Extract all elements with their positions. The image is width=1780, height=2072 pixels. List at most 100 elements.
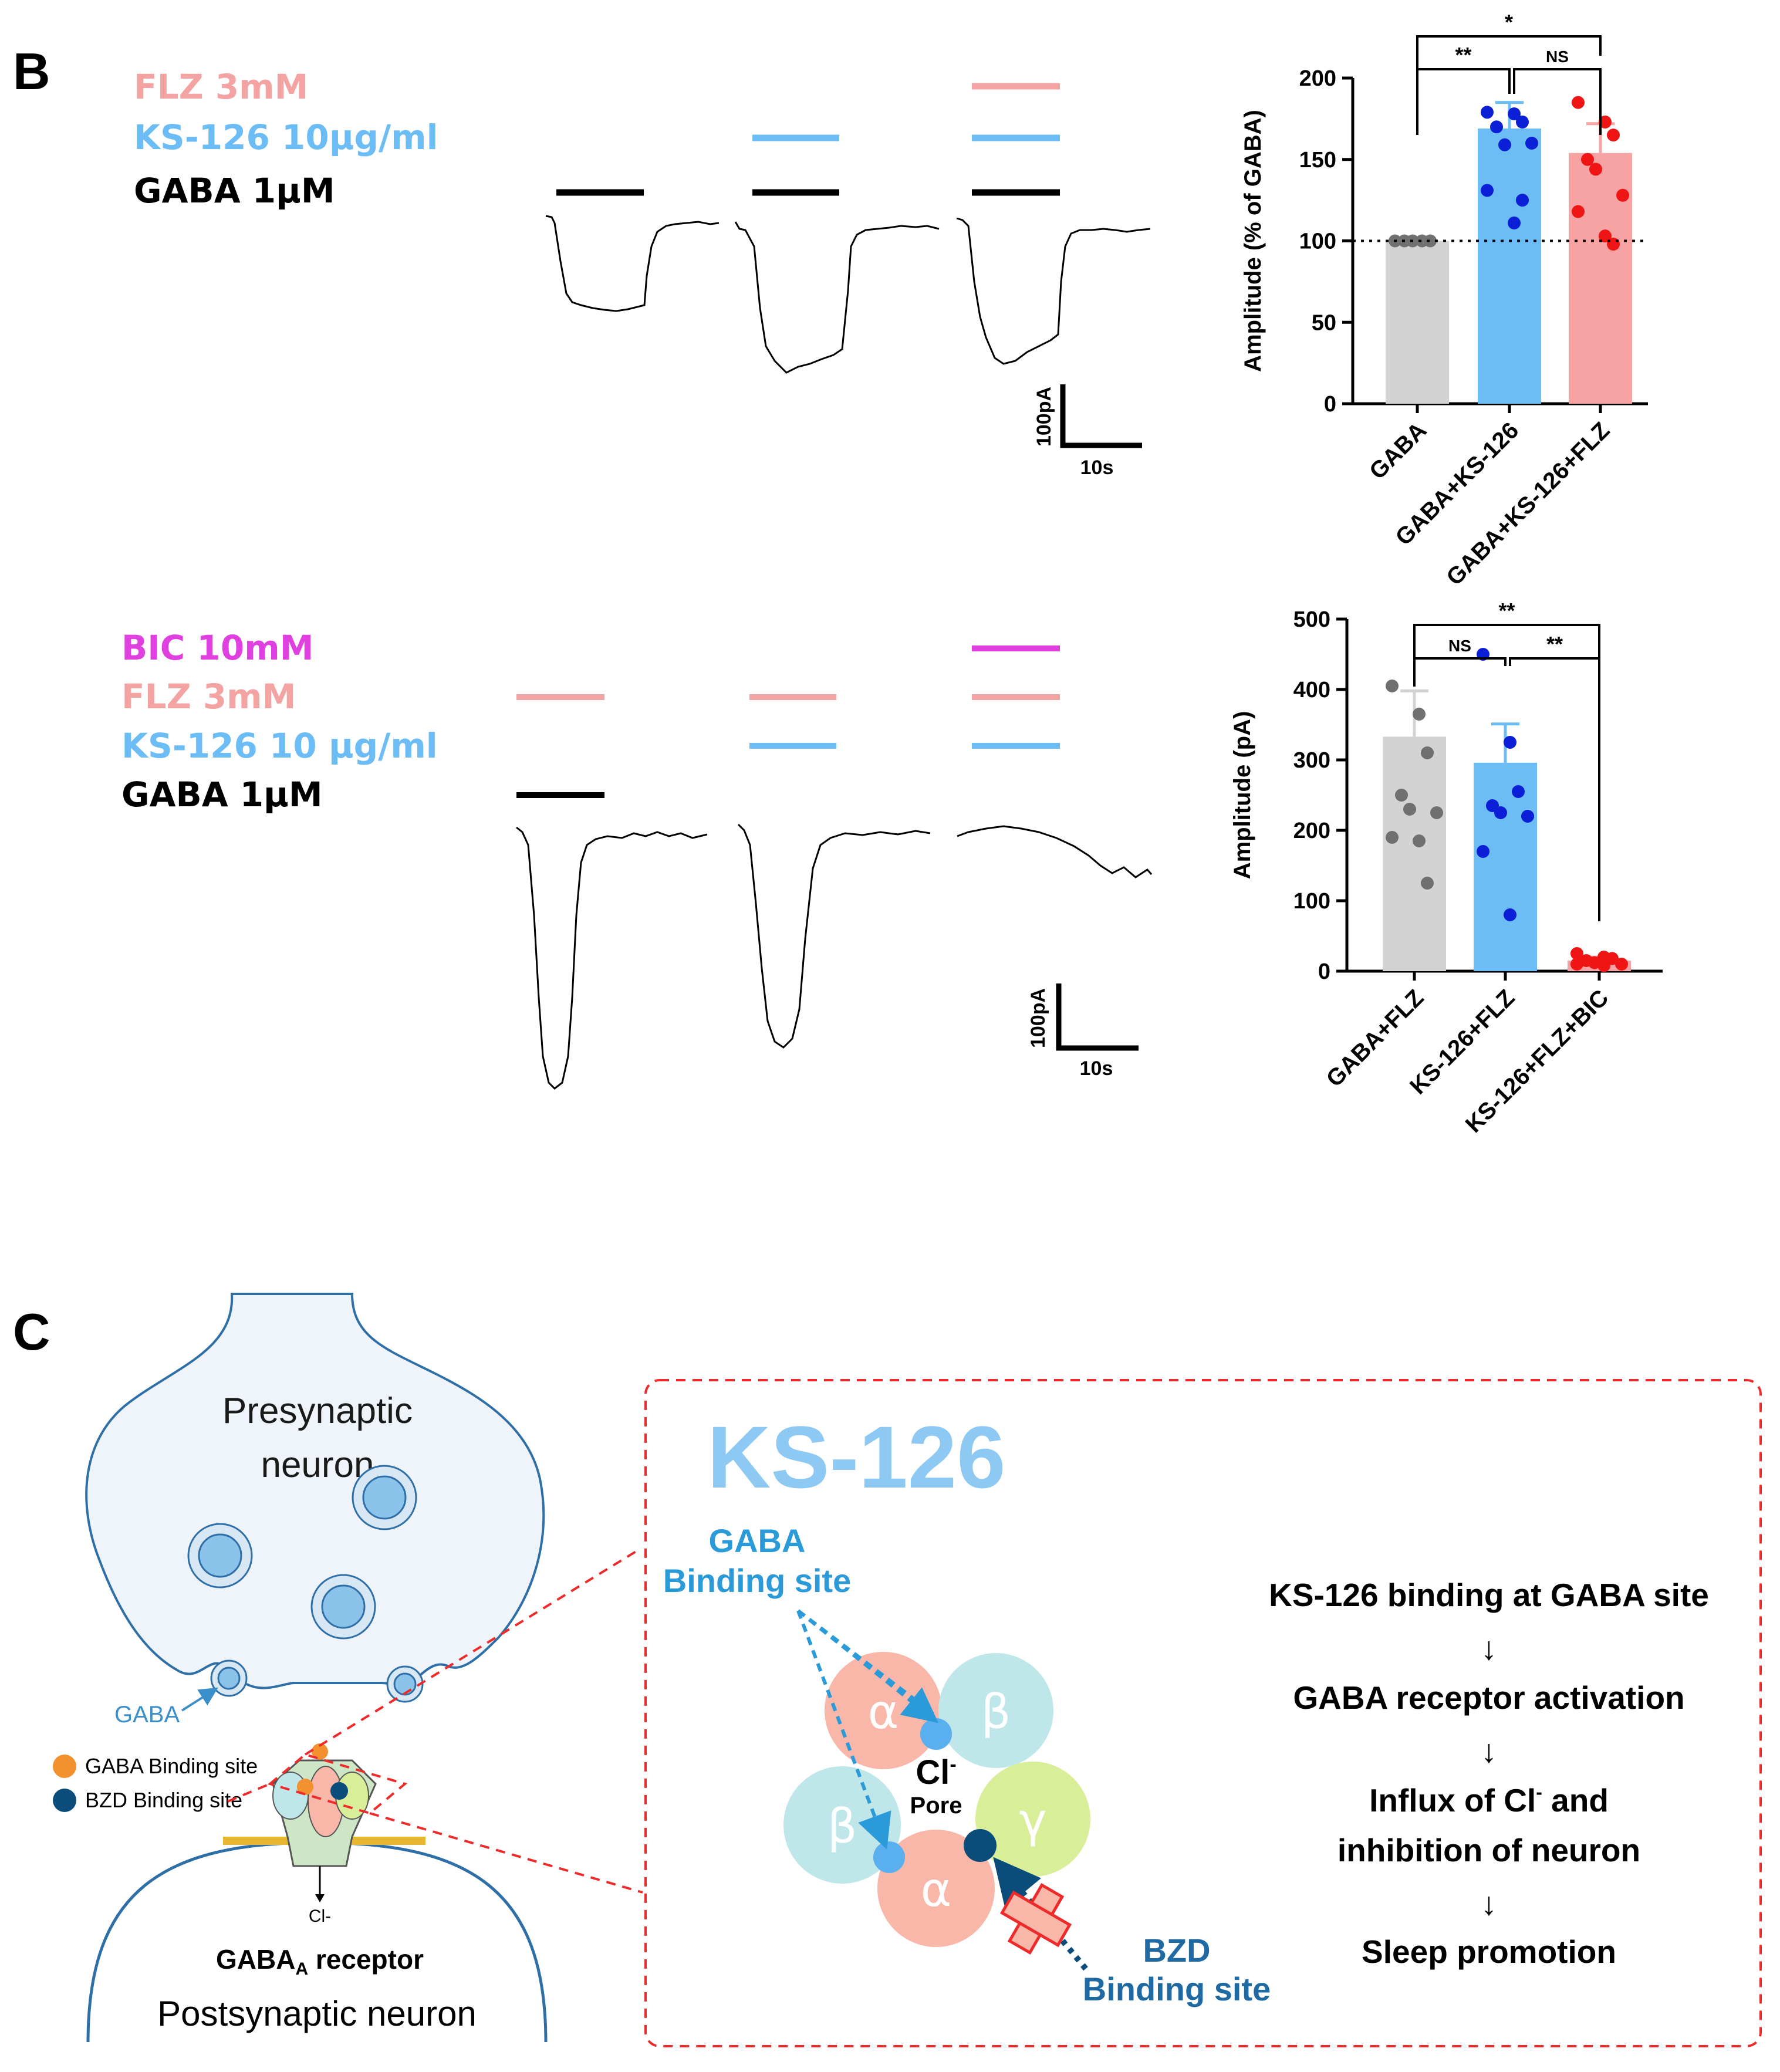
data-point [1494,806,1507,819]
flow-step-4: inhibition of neuron [1337,1832,1640,1868]
data-point [1430,806,1443,819]
data-point [1572,205,1585,218]
y-tick-label: 200 [1299,66,1336,91]
data-point [1516,115,1529,129]
presynaptic-neuron [85,1293,545,1689]
top-legend: FLZ 3mM KS-126 10μg/ml GABA 1μM [134,67,438,211]
x-tick-label: GABA [1364,417,1431,484]
data-point [1570,947,1583,960]
significance-bracket [1513,68,1602,135]
y-tick-label: 150 [1299,148,1336,173]
svg-text:β: β [981,1685,1011,1739]
data-point [1516,194,1529,207]
legend-bic: BIC 10mM [121,628,313,668]
trace-top-3 [956,217,1151,365]
significance-bracket [1413,624,1600,921]
significance-label: ** [1498,599,1515,623]
top-traces [545,215,1151,374]
gaba-release-arrow [181,1687,218,1712]
flow-step-3: Influx of Cl- and [1369,1782,1609,1819]
svg-text:α: α [921,1863,952,1917]
panel-b-letter: B [13,42,50,100]
gaba-binding-site-label-1: GABA [709,1522,806,1559]
gaba-site-bottom [873,1841,905,1873]
subunit-beta-top: β [938,1653,1053,1768]
data-point [1504,736,1516,749]
trace-bottom-3 [957,825,1153,878]
top-scale-bar: 100pA 10s [1033,384,1142,479]
data-point [1498,138,1511,151]
ks126-title: KS-126 [707,1408,1006,1506]
data-point [1599,115,1612,129]
data-point [1395,789,1408,802]
mechanism-flow: KS-126 binding at GABA site ↓ GABA recep… [1269,1577,1709,1970]
data-point [1572,96,1585,109]
gaba-site-arrows [796,1609,939,1850]
bar [1386,241,1449,404]
scale-amp-bottom: 100pA [1027,988,1049,1048]
panel-c: C Presynaptic neuron GABA GABA Binding s… [13,1293,1762,2047]
gaba-site-legend-dot [53,1755,76,1778]
trace-bottom-1 [516,826,708,1090]
y-tick-label: 0 [1324,392,1336,417]
trace-bottom-2 [737,823,931,1049]
vesicle [352,1465,417,1530]
bzd-site-legend-dot [53,1789,76,1812]
scale-amp-top: 100pA [1033,387,1055,447]
data-point [1490,120,1503,134]
legend-gaba-b: GABA 1μM [121,775,323,814]
bottom-application-bars [516,645,1060,798]
significance-label: ** [1455,43,1471,67]
blocked-cross [999,1882,1072,1955]
trace-top-2 [734,221,940,374]
data-point [1413,834,1426,847]
bottom-scale-bar: 100pA 10s [1027,983,1139,1080]
y-axis-label: Amplitude (% of GABA) [1240,110,1266,372]
data-point [1616,188,1629,202]
svg-text:β: β [827,1799,857,1854]
gaba-a-receptor-label: GABAA receptor [216,1944,424,1979]
flow-arrow-1: ↓ [1481,1630,1497,1667]
subunit-alpha-bottom: α [877,1830,995,1947]
bzd-site [964,1829,997,1862]
y-tick-label: 100 [1293,889,1330,914]
x-tick-label: GABA+KS-126+FLZ [1441,417,1615,590]
gaba-site-top [920,1718,952,1750]
vesicles [187,1465,424,1703]
legend-flz-b: FLZ 3mM [121,677,296,716]
bottom-legend: BIC 10mM FLZ 3mM KS-126 10 μg/ml GABA 1μ… [121,628,438,814]
bar [1383,736,1446,971]
data-point [1570,958,1583,971]
y-tick-label: 400 [1293,678,1330,702]
data-point [1477,845,1489,858]
cl-small-label: Cl- [309,1907,331,1926]
subunit-gamma: γ [975,1762,1090,1877]
data-point [1421,877,1434,890]
legend-gaba: GABA 1μM [134,171,335,211]
data-point [1413,708,1426,721]
zoom-connectors [227,1548,643,1894]
bzd-binding-site-label-1: BZD [1143,1932,1210,1969]
vesicle [210,1659,248,1697]
data-point [1607,238,1620,251]
gaba-release-label: GABA [114,1702,180,1728]
gaba-a-receptor [272,1743,377,1902]
y-tick-label: 100 [1299,229,1336,254]
significance-bracket [1416,35,1602,135]
y-axis-label: Amplitude (pA) [1230,711,1255,880]
y-tick-label: 200 [1293,819,1330,843]
receptor-subunits: α β β α γ [783,1652,1090,1947]
legend-ks126-b: KS-126 10 μg/ml [121,726,438,766]
data-point [1421,746,1434,759]
postsynaptic-label: Postsynaptic neuron [157,1994,477,2033]
bottom-traces [516,823,1153,1090]
data-point [1508,107,1521,121]
significance-label: ** [1546,632,1563,656]
data-point [1615,958,1628,971]
data-point [1481,106,1494,119]
vesicle [187,1523,253,1588]
flow-step-1: KS-126 binding at GABA site [1269,1577,1709,1613]
